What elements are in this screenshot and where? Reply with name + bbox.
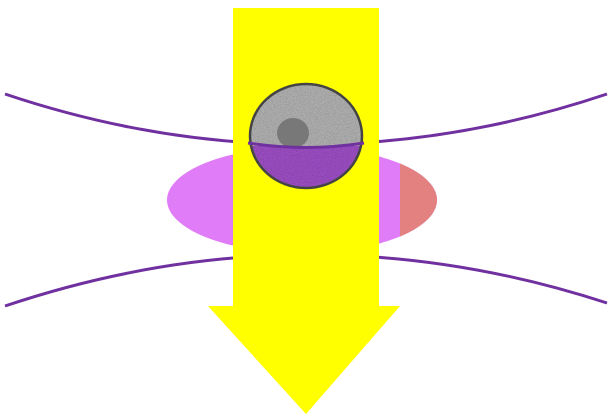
yellow-down-arrow: [208, 8, 400, 414]
particle-core: [277, 118, 309, 148]
